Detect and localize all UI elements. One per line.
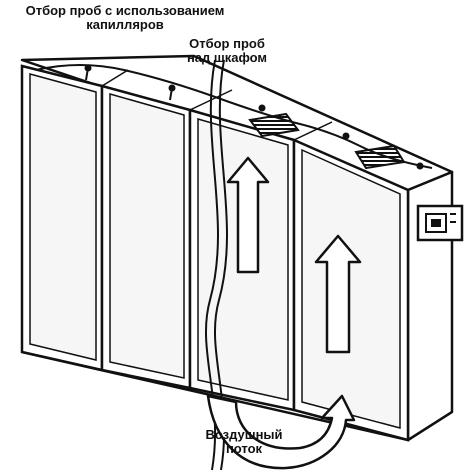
label-airflow-line2: поток xyxy=(225,441,263,456)
arrow-up-icon xyxy=(314,234,362,354)
capillary-tube xyxy=(35,64,433,169)
cabinet-2 xyxy=(100,84,192,390)
label-capillary-sampling: Отбор проб с использованием капилляров xyxy=(0,4,250,32)
label-airflow: Воздушный поток xyxy=(194,428,294,456)
label-capillary-line1: Отбор проб с использованием xyxy=(25,3,225,18)
capillary-node-icon xyxy=(416,162,424,170)
curved-arrow-icon xyxy=(206,394,356,470)
top-divider-3 xyxy=(293,121,333,141)
detector-panel-icon xyxy=(416,204,464,242)
cabinet-4-panel xyxy=(301,148,401,429)
cabinet-1 xyxy=(20,64,104,372)
capillary-node-icon xyxy=(258,104,266,112)
top-divider-1 xyxy=(101,69,129,87)
capillary-node-icon xyxy=(85,67,89,81)
capillary-nodes xyxy=(84,64,424,170)
label-above-line2: над шкафом xyxy=(186,50,268,65)
label-airflow-line1: Воздушный xyxy=(205,427,283,442)
label-above-cabinet-sampling: Отбор проб над шкафом xyxy=(172,37,282,65)
capillary-node-icon xyxy=(342,132,350,140)
label-above-line1: Отбор проб xyxy=(189,36,265,51)
cabinet-2-panel xyxy=(109,93,185,379)
label-capillary-line2: капилляров xyxy=(86,17,164,32)
cabinet-1-panel xyxy=(29,73,97,361)
capillary-node-icon xyxy=(169,87,173,101)
arrow-up-icon xyxy=(226,156,270,274)
cabinet-4 xyxy=(292,138,410,442)
